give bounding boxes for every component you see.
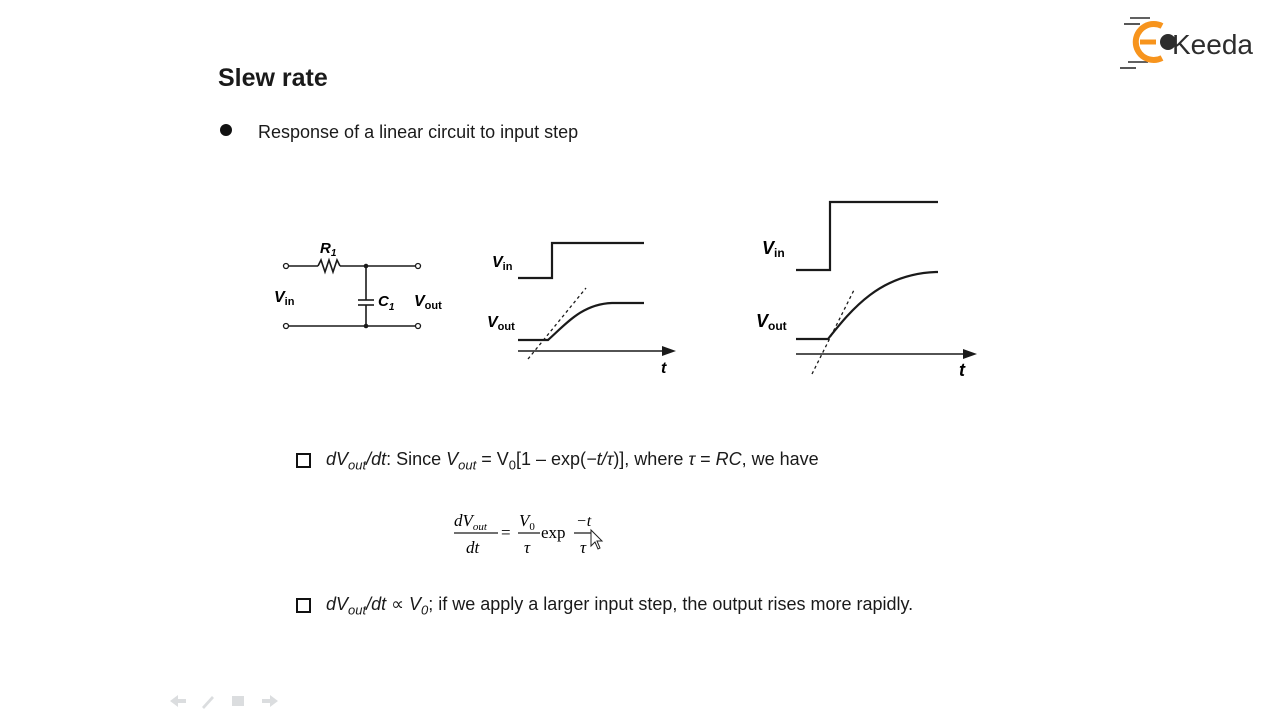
small-tangent-line: [527, 287, 587, 360]
b3-v0: V: [409, 594, 422, 614]
eq-tau-denominator: τ: [524, 538, 531, 557]
eq-equals: =: [501, 523, 511, 542]
large-vout-trace: [796, 270, 938, 341]
b2-bracket: [1 – exp(: [516, 449, 587, 469]
svg-text:Vout: Vout: [414, 293, 442, 312]
menu-icon: [232, 696, 244, 706]
capacitor-sub: 1: [389, 302, 395, 313]
large-vin-label: V: [762, 238, 776, 258]
large-time-axis-label: t: [959, 360, 966, 380]
eq-v0: V: [519, 511, 532, 530]
large-step-response-graph: Vin Vout t: [756, 200, 977, 380]
svg-text:Vin: Vin: [762, 238, 785, 260]
circuit-vout-sub: out: [425, 300, 442, 312]
derivative-equation: dVout dt = V0 τ exp −t τ: [454, 511, 604, 557]
slide-nav-controls[interactable]: [166, 692, 286, 710]
bullet-derivative-definition: dVout/dt: Since Vout = V0[1 – exp(−t/τ)]…: [296, 449, 819, 473]
b2-eq-v0: = V: [476, 449, 509, 469]
large-vout-sub: out: [768, 319, 787, 333]
bullet-proportionality: dVout/dt ∝ V0; if we apply a larger inpu…: [296, 594, 913, 618]
b2-exponent: −t/τ: [586, 449, 614, 469]
large-vin-sub: in: [774, 246, 785, 260]
b2-v0-sub: 0: [508, 457, 517, 473]
b2-dv-sub: out: [348, 457, 367, 473]
svg-text:V0: V0: [519, 511, 535, 533]
eq-v0-sub: 0: [529, 521, 535, 533]
svg-text:R1: R1: [320, 240, 337, 259]
checkbox-square-icon: [296, 452, 311, 468]
eq-tau-exponent: τ: [580, 538, 587, 557]
circuit-vout-label: V: [414, 293, 426, 310]
circuit-vin-sub: in: [285, 296, 295, 308]
svg-text:dVout: dVout: [454, 511, 488, 533]
logo-e-mark-icon: [1132, 21, 1164, 63]
eq-neg-t: −t: [576, 513, 592, 530]
eq-exp: exp: [541, 523, 566, 542]
bullet-text-step-response: Response of a linear circuit to input st…: [258, 122, 579, 142]
resistor-label: R: [320, 240, 331, 257]
rc-circuit-diagram: R1 C1 Vin Vout: [274, 240, 442, 330]
svg-text:Vin: Vin: [274, 289, 295, 308]
logo-text: Keeda: [1172, 29, 1253, 60]
b2-where: )], where: [613, 449, 689, 469]
svg-text:Vout: Vout: [487, 314, 515, 333]
b2-dv: dV: [326, 449, 349, 469]
prev-slide-icon: [170, 695, 186, 707]
b3-dt: /dt: [366, 594, 387, 614]
eq-numerator-sub: out: [473, 521, 488, 533]
b2-tau: τ: [688, 449, 696, 469]
b3-dv: dV: [326, 594, 349, 614]
b2-rc: RC: [715, 449, 742, 469]
large-tangent-line: [811, 289, 855, 375]
b2-vout-sub: out: [458, 457, 477, 473]
circuit-vin-label: V: [274, 289, 286, 306]
b2-since: : Since: [386, 449, 447, 469]
b3-text: ; if we apply a larger input step, the o…: [428, 594, 914, 614]
b3-dv-sub: out: [348, 602, 367, 618]
resistor-sub: 1: [331, 248, 337, 259]
small-vin-step-trace: [518, 241, 644, 280]
small-vin-sub: in: [503, 261, 513, 273]
large-vin-step-trace: [796, 200, 938, 272]
slide-title: Slew rate: [218, 64, 328, 92]
large-vout-label: V: [756, 311, 770, 331]
svg-text:Vin: Vin: [492, 254, 513, 273]
mouse-cursor-icon: [590, 528, 604, 550]
ekeeda-logo: Keeda: [1120, 17, 1253, 69]
b2-equals: =: [695, 449, 716, 469]
next-slide-icon: [262, 695, 278, 707]
b2-dt: /dt: [366, 449, 387, 469]
small-vout-label: V: [487, 314, 499, 331]
pen-icon: [202, 696, 214, 709]
small-vin-label: V: [492, 254, 504, 271]
b2-vout: V: [446, 449, 459, 469]
small-step-response-graph: Vin Vout t: [487, 241, 676, 377]
small-vout-sub: out: [498, 321, 515, 333]
small-time-axis-label: t: [661, 360, 667, 377]
b3-propto: ∝: [386, 594, 409, 614]
small-vout-trace: [518, 301, 644, 342]
bullet-dot: [220, 124, 232, 136]
svg-text:Vout: Vout: [756, 311, 787, 333]
eq-numerator: dV: [454, 511, 476, 530]
checkbox-square-icon: [296, 597, 311, 613]
capacitor-label: C: [378, 293, 390, 310]
b3-v0-sub: 0: [421, 602, 429, 618]
eq-denominator: dt: [466, 538, 481, 557]
svg-text:C1: C1: [378, 293, 395, 313]
b2-we-have: , we have: [741, 449, 819, 469]
